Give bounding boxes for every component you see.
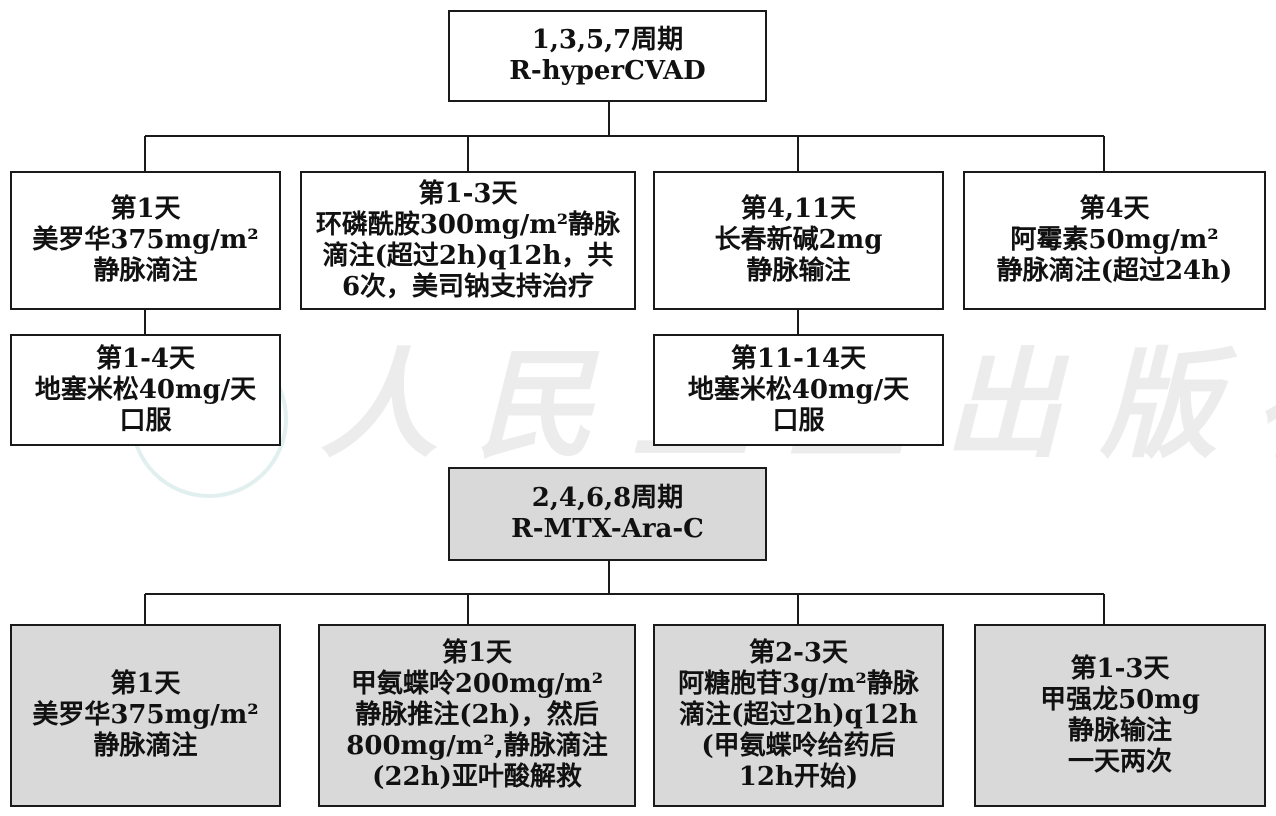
cycle-b-step-1-line-2: 美罗华375mg/m² (32, 700, 259, 730)
cycle-a-step-4-line-3: 静脉滴注(超过24h) (996, 256, 1233, 286)
cycle-a-step-1-line-1: 第1天 (110, 194, 181, 224)
cycle-a-step-3: 第4,11天 长春新碱2mg 静脉输注 (653, 171, 944, 310)
cycle-a-step-1-sub-line-1: 第1-4天 (96, 343, 195, 374)
cycle-a-step-3-line-1: 第4,11天 (740, 194, 857, 224)
cycle-a-step-3-sub-line-1: 第11-14天 (730, 343, 867, 374)
cycle-a-step-1: 第1天 美罗华375mg/m² 静脉滴注 (10, 171, 281, 310)
cycle-a-step-1-line-3: 静脉滴注 (93, 256, 198, 286)
cycle-a-step-2-line-4: 6次，美司钠支持治疗 (341, 271, 595, 302)
cycle-a-header-line-2: R-hyperCVAD (509, 56, 706, 86)
cycle-b-step-1: 第1天 美罗华375mg/m² 静脉滴注 (10, 624, 281, 807)
cycle-a-step-1-sub-line-3: 口服 (119, 405, 172, 436)
cycle-a-step-3-sub: 第11-14天 地塞米松40mg/天 口服 (653, 334, 944, 446)
cycle-a-step-2-line-2: 环磷酰胺300mg/m²静脉 (315, 209, 621, 240)
cycle-b-step-2-line-5: (22h)亚叶酸解救 (372, 762, 582, 792)
cycle-b-header-line-2: R-MTX-Ara-C (511, 514, 704, 544)
cycle-a-step-2-line-3: 滴注(超过2h)q12h，共 (322, 240, 614, 271)
cycle-b-step-2: 第1天 甲氨蝶呤200mg/m² 静脉推注(2h)，然后 800mg/m²,静脉… (318, 624, 636, 807)
cycle-b-step-1-line-3: 静脉滴注 (93, 731, 198, 761)
cycle-a-step-3-line-3: 静脉输注 (746, 256, 851, 286)
cycle-b-header-line-1: 2,4,6,8周期 (531, 483, 684, 513)
cycle-b-step-2-line-3: 静脉推注(2h)，然后 (355, 700, 599, 730)
cycle-b-step-4: 第1-3天 甲强龙50mg 静脉输注 一天两次 (974, 624, 1266, 807)
cycle-b-step-4-line-2: 甲强龙50mg (1040, 684, 1200, 715)
cycle-a-step-4-line-1: 第4天 (1079, 194, 1150, 224)
cycle-b-step-2-line-1: 第1天 (441, 638, 513, 668)
cycle-b-step-3-line-3: 滴注(超过2h)q12h (679, 700, 918, 730)
cycle-a-header-line-1: 1,3,5,7周期 (531, 25, 684, 55)
cycle-b-step-3: 第2-3天 阿糖胞苷3g/m²静脉 滴注(超过2h)q12h (甲氨蝶呤给药后 … (653, 624, 944, 807)
cycle-a-step-3-sub-line-3: 口服 (772, 405, 825, 436)
cycle-b-header: 2,4,6,8周期 R-MTX-Ara-C (448, 467, 767, 561)
cycle-a-step-1-sub: 第1-4天 地塞米松40mg/天 口服 (10, 334, 281, 446)
cycle-a-step-4: 第4天 阿霉素50mg/m² 静脉滴注(超过24h) (963, 171, 1266, 310)
cycle-b-step-2-line-2: 甲氨蝶呤200mg/m² (350, 669, 604, 699)
cycle-a-step-1-sub-line-2: 地塞米松40mg/天 (34, 374, 257, 405)
cycle-b-step-3-line-4: (甲氨蝶呤给药后 (701, 731, 896, 761)
cycle-a-step-3-sub-line-2: 地塞米松40mg/天 (687, 374, 910, 405)
cycle-b-step-4-line-3: 静脉输注 (1067, 715, 1172, 746)
cycle-a-step-2: 第1-3天 环磷酰胺300mg/m²静脉 滴注(超过2h)q12h，共 6次，美… (300, 171, 636, 310)
cycle-a-step-1-line-2: 美罗华375mg/m² (32, 225, 259, 255)
cycle-a-header: 1,3,5,7周期 R-hyperCVAD (448, 10, 767, 102)
cycle-b-step-1-line-1: 第1天 (110, 669, 181, 699)
cycle-a-step-2-line-1: 第1-3天 (418, 178, 518, 209)
cycle-b-step-3-line-2: 阿糖胞苷3g/m²静脉 (678, 669, 919, 699)
cycle-b-step-2-line-4: 800mg/m²,静脉滴注 (346, 731, 608, 761)
cycle-a-step-3-line-2: 长春新碱2mg (714, 225, 883, 255)
cycle-b-step-3-line-5: 12h开始) (738, 762, 859, 792)
cycle-b-step-3-line-1: 第2-3天 (749, 638, 848, 668)
cycle-b-step-4-line-1: 第1-3天 (1070, 653, 1170, 684)
cycle-a-step-4-line-2: 阿霉素50mg/m² (1010, 225, 1219, 255)
cycle-b-step-4-line-4: 一天两次 (1067, 746, 1172, 777)
